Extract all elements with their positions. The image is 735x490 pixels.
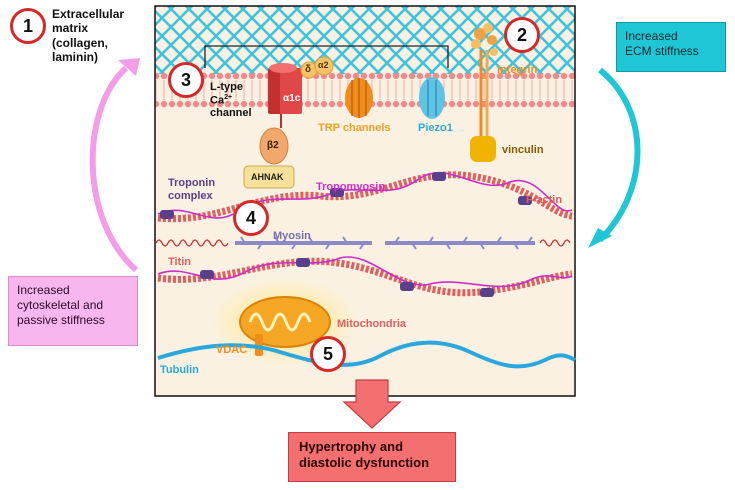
mitochondria-label: Mitochondria: [337, 318, 407, 330]
beta2-label: β2: [267, 140, 279, 151]
ecm-to-cell-arrowhead: [588, 228, 612, 248]
integrin-icon: [471, 23, 498, 142]
l-type-label: L-type Ca2+ channel: [210, 81, 252, 119]
marker-4: 4: [233, 200, 269, 236]
tropomyosin-label: Tropomyosin: [316, 181, 386, 193]
marker-1: 1: [10, 8, 46, 44]
tubulin-filament: [157, 340, 576, 369]
marker-2: 2: [504, 17, 540, 53]
ecm-to-cell-arrow: [597, 67, 641, 243]
trp-label: TRP channels: [318, 122, 391, 134]
cyto-stiffness-box: Increased cytoskeletal and passive stiff…: [8, 276, 138, 346]
piezo-label: Piezo1: [418, 122, 453, 134]
vinculin-label: vinculin: [502, 144, 544, 156]
ahnak-box: [243, 165, 295, 189]
vdac-label: VDAC: [216, 344, 248, 356]
channel-bracket: [204, 45, 449, 68]
cyto-to-ecm-arrowhead: [118, 58, 140, 76]
titin-label: Titin: [168, 256, 192, 268]
marker-3: 3: [168, 62, 204, 98]
f-actin-lower: [157, 257, 573, 297]
troponin-label: Troponin complex: [168, 177, 216, 202]
tubulin-label: Tubulin: [160, 364, 199, 376]
f-actin-upper: [157, 171, 573, 223]
alpha2-subunit-icon: [314, 56, 334, 76]
beta2-subunit-icon: [259, 127, 289, 165]
marker-5: 5: [310, 336, 346, 372]
myosin-label: Myosin: [273, 230, 311, 242]
vinculin-icon: [470, 136, 496, 162]
trp-channel-icon: [345, 78, 373, 118]
f-actin-label: F-actin: [526, 194, 563, 206]
piezo1-icon: [419, 77, 445, 119]
outcome-arrow: [342, 379, 402, 429]
delta-label: δ: [305, 64, 312, 75]
outcome-box: Hypertrophy and diastolic dysfunction: [288, 432, 456, 482]
mitochondria-icon: [239, 296, 331, 348]
integrin-label: integrin: [497, 64, 538, 76]
l-type-channel-icon: [268, 63, 302, 128]
myosin-heads: [240, 236, 533, 250]
cyto-to-ecm-arrow: [89, 65, 139, 273]
ecm-label: Extracellular matrix (collagen, laminin): [52, 7, 125, 65]
alpha2-label: α2: [318, 60, 329, 70]
titin-left: [155, 239, 229, 247]
tropomyosin-lower: [157, 256, 573, 288]
titin-right: [539, 239, 571, 247]
vdac-icon: [255, 334, 263, 356]
tropomyosin-upper: [157, 172, 573, 219]
alpha1c-label: α1c: [283, 93, 301, 104]
troponin-complex-icons: [160, 172, 532, 297]
ecm-stiffness-box: Increased ECM stiffness: [616, 22, 726, 72]
ahnak-label: AHNAK: [251, 172, 284, 182]
